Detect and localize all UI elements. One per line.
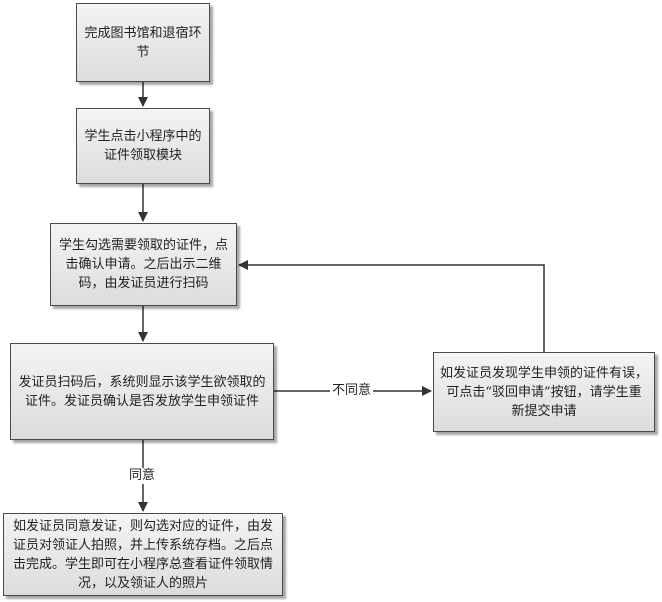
node-approve-issue: 如发证员同意发证，则勾选对应的证件，由发证员对领证人拍照，并上传系统存档。之后点… [3, 513, 283, 596]
node-approve-issue-text: 如发证员同意发证，则勾选对应的证件，由发证员对领证人拍照，并上传系统存档。之后点… [12, 518, 273, 591]
node-library-checkout-text: 完成图书馆和退宿环节 [84, 25, 202, 60]
node-open-module-text: 学生点击小程序中的证件领取模块 [84, 129, 202, 163]
edge-label-agree: 同意 [127, 468, 158, 484]
arrow-n5-to-n3 [238, 260, 545, 352]
edge-label-disagree: 不同意 [330, 383, 374, 399]
node-issuer-scan-text: 发证员扫码后，系统则显示该学生欲领取的证件。发证员确认是否发放学生申领证件 [18, 374, 266, 409]
node-open-module: 学生点击小程序中的证件领取模块 [76, 108, 210, 184]
node-select-documents: 学生勾选需要领取的证件，点击确认申请。之后出示二维码，由发证员进行扫码 [50, 223, 237, 306]
node-library-checkout: 完成图书馆和退宿环节 [76, 3, 210, 82]
node-issuer-scan: 发证员扫码后，系统则显示该学生欲领取的证件。发证员确认是否发放学生申领证件 [10, 343, 274, 440]
node-reject-request-text: 如发证员发现学生申领的证件有误，可点击“驳回申请”按钮，请学生重新提交申请 [440, 365, 649, 419]
node-reject-request: 如发证员发现学生申领的证件有误，可点击“驳回申请”按钮，请学生重新提交申请 [433, 352, 655, 432]
node-select-documents-text: 学生勾选需要领取的证件，点击确认申请。之后出示二维码，由发证员进行扫码 [58, 238, 228, 291]
